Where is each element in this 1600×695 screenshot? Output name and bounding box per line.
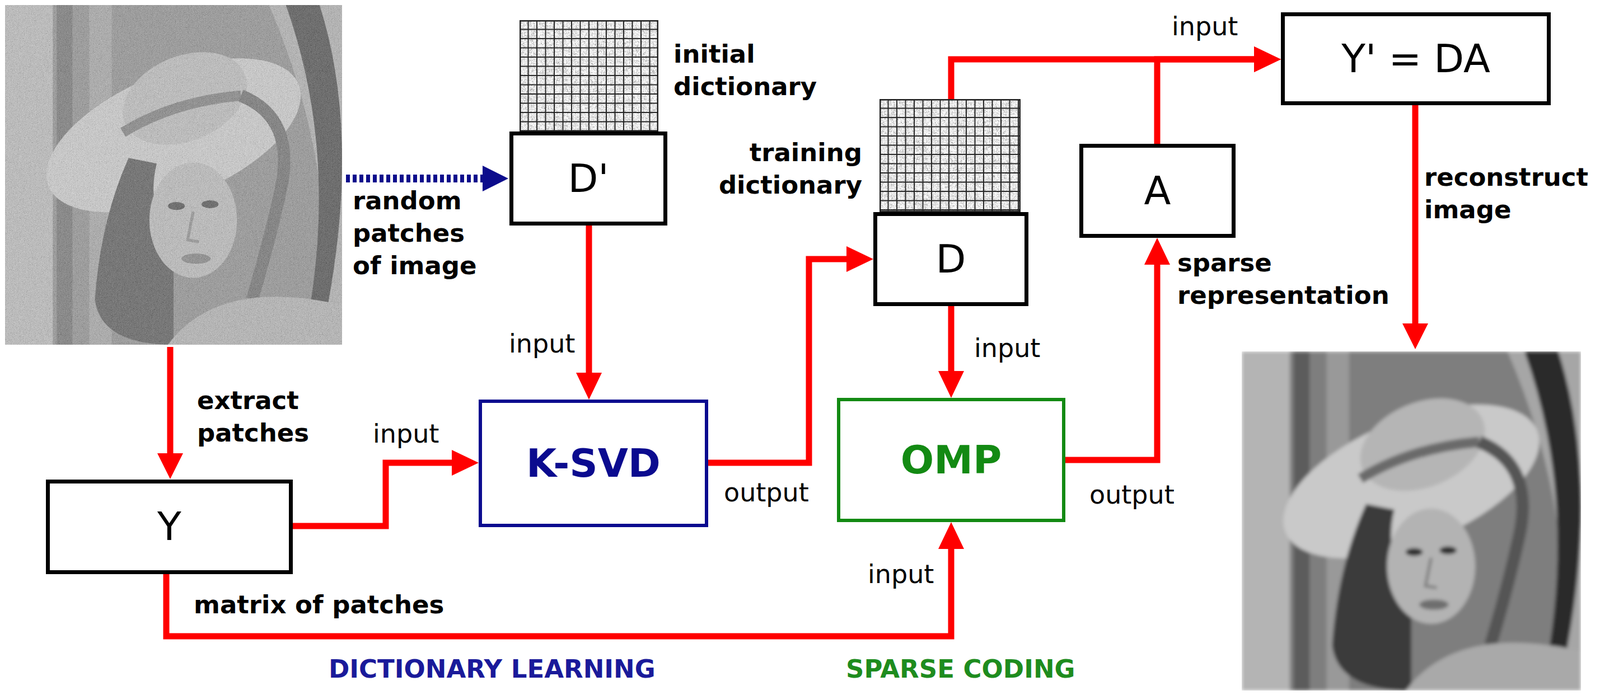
annotation-label: extract patches <box>197 384 360 450</box>
flow-arrow <box>708 259 847 463</box>
node-text: D <box>936 236 967 283</box>
edge-label-text: output <box>1089 479 1175 511</box>
arrow-line <box>1412 105 1419 325</box>
image-caption: training dictionary <box>694 136 863 202</box>
image-noise <box>5 5 343 345</box>
dotted-line <box>345 174 485 183</box>
dictionary-border <box>880 99 1021 212</box>
edge-label-text: input <box>372 418 439 449</box>
formula-box: Y' = DA <box>1280 12 1551 106</box>
edge-label: output <box>1087 478 1177 512</box>
dictionary-ground <box>879 99 1021 213</box>
annotation-label: matrix of patches <box>193 588 444 622</box>
flow-arrow <box>292 462 452 527</box>
flow-arrow <box>586 225 593 373</box>
training-dictionary-image <box>879 99 1021 213</box>
initial-dictionary-image <box>519 20 659 132</box>
flow-arrow <box>1157 59 1255 144</box>
arrow-head <box>157 453 184 480</box>
dictionary-border <box>520 20 658 132</box>
label-text: reconstruct image <box>1424 162 1589 225</box>
edge-label: input <box>972 331 1042 365</box>
label-text: initial dictionary <box>673 39 817 102</box>
dictionary-grid <box>879 99 1021 213</box>
label-text: SPARSE CODING <box>845 654 1076 685</box>
node-text: K-SVD <box>526 441 661 487</box>
flow-arrow <box>948 306 955 372</box>
node-text: OMP <box>900 437 1002 484</box>
noisy-input-image <box>5 5 343 345</box>
edge-label-text: input <box>974 333 1041 364</box>
annotation-label: sparse representation <box>1177 246 1402 312</box>
edge-label: input <box>1170 10 1240 43</box>
edge-label: input <box>371 417 441 451</box>
label-text: sparse representation <box>1177 248 1390 311</box>
denoised-output-image <box>1241 351 1581 691</box>
annotation-label: random patches of image <box>352 184 493 283</box>
image-caption: initial dictionary <box>673 38 842 104</box>
output-image-frame <box>1241 351 1581 691</box>
node-text: Y' = DA <box>1341 36 1491 82</box>
node-text: Y <box>157 504 182 550</box>
edge-label-text: input <box>867 559 934 590</box>
dictionary-atoms <box>879 99 1021 213</box>
dictionary-box: D' <box>509 131 668 226</box>
noisy-image-frame <box>5 5 343 345</box>
edge-label-text: input <box>1171 11 1238 42</box>
extract-arrow <box>157 347 184 480</box>
dictionary-frame <box>879 99 1021 213</box>
node-text: D' <box>567 156 609 202</box>
noisy-image-picture <box>5 5 343 345</box>
arrow-head <box>482 165 509 192</box>
process-box: OMP <box>836 398 1066 523</box>
flow-arrow <box>1065 264 1158 461</box>
label-text: matrix of patches <box>193 590 444 620</box>
dictionary-grid <box>519 20 659 132</box>
output-image-picture <box>1241 351 1581 691</box>
label-text: DICTIONARY LEARNING <box>328 654 656 685</box>
arrow-line <box>167 347 174 455</box>
section-label: SPARSE CODING <box>845 653 1076 686</box>
matrix-box: A <box>1079 143 1236 238</box>
dictionary-box: D <box>873 212 1029 307</box>
node-text: A <box>1144 168 1172 214</box>
edge-label-text: input <box>508 328 575 359</box>
output-image-art <box>1241 351 1581 691</box>
edge-label: input <box>507 327 577 360</box>
edge-label: output <box>722 476 811 509</box>
arrow-head <box>1402 323 1429 350</box>
process-box: K-SVD <box>478 399 709 528</box>
label-text: training dictionary <box>718 137 863 200</box>
label-text: random patches of image <box>352 185 477 281</box>
matrix-box: Y <box>45 479 293 575</box>
edge-label-text: output <box>723 477 809 508</box>
annotation-label: reconstruct image <box>1424 161 1595 227</box>
reconstruct-arrow <box>1402 105 1429 350</box>
dictionary-atoms <box>519 20 659 132</box>
edge-label: input <box>866 558 936 591</box>
label-text: extract patches <box>197 385 310 448</box>
dictionary-frame <box>519 20 659 132</box>
section-label: DICTIONARY LEARNING <box>328 653 656 686</box>
